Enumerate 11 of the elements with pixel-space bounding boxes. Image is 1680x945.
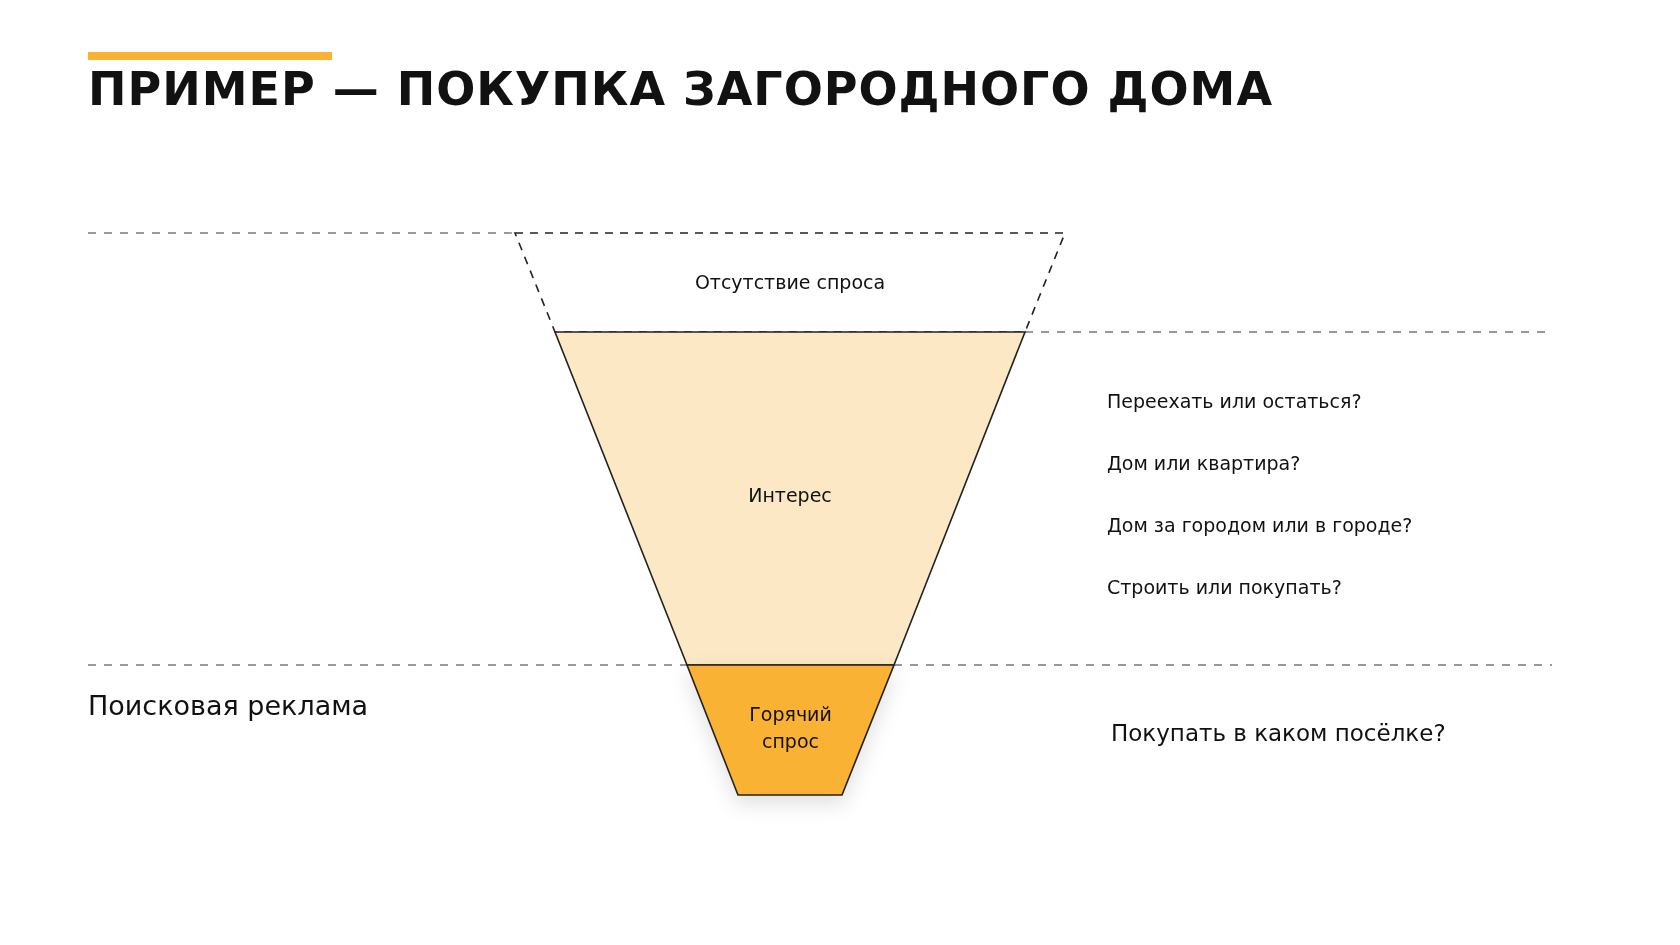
stage-label: Интерес (747, 483, 833, 508)
question-text: Строить или покупать? (1107, 576, 1342, 598)
question-text: Переехать или остаться? (1107, 390, 1362, 412)
stage-label: Отсутствие спроса (693, 270, 887, 295)
question-text: Покупать в каком посёлке? (1111, 720, 1446, 746)
question-text: Дом за городом или в городе? (1107, 514, 1413, 536)
question-text: Дом или квартира? (1107, 452, 1301, 474)
funnel-stage (555, 332, 1025, 665)
channel-text: Поисковая реклама (88, 690, 369, 721)
stage-label: Горячий спрос (748, 702, 833, 754)
page-title: ПРИМЕР — ПОКУПКА ЗАГОРОДНОГО ДОМА (88, 62, 1273, 116)
